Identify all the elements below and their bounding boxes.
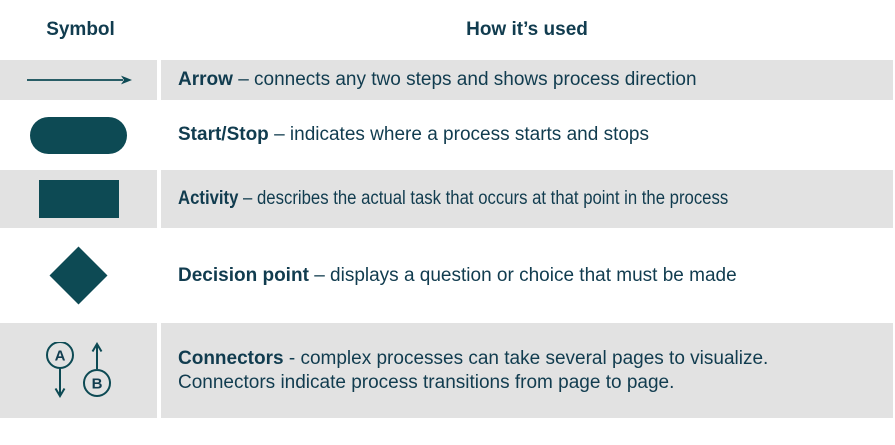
- table-row-start-stop: Start/Stop – indicates where a process s…: [0, 100, 893, 170]
- legend-header-row: Symbol How it’s used: [0, 0, 893, 60]
- arrow-icon: [26, 75, 132, 85]
- activity-symbol-cell: [0, 170, 157, 228]
- arrow-rest: – connects any two steps and shows proce…: [238, 69, 697, 90]
- start-stop-description: Start/Stop – indicates where a process s…: [161, 100, 893, 170]
- decision-description: Decision point – displays a question or …: [161, 228, 893, 323]
- decision-rest: – displays a question or choice that mus…: [314, 264, 737, 286]
- connectors-rest: - complex processes can take several pag…: [288, 347, 769, 369]
- table-row-connectors: A B Connectors - complex processes can t…: [0, 323, 893, 418]
- usage-column-header: How it’s used: [161, 0, 893, 60]
- symbol-column-header: Symbol: [0, 0, 161, 60]
- connector-a-label: A: [54, 347, 65, 364]
- symbol-header-label: Symbol: [46, 19, 115, 40]
- decision-term: Decision point: [178, 264, 309, 286]
- start-stop-pill-icon: [30, 116, 127, 154]
- activity-rest: – describes the actual task that occurs …: [243, 188, 729, 209]
- connectors-description: Connectors - complex processes can take …: [161, 323, 893, 418]
- connectors-line2: Connectors indicate process transitions …: [178, 371, 675, 393]
- table-row-decision-point: Decision point – displays a question or …: [0, 228, 893, 323]
- connectors-icon: A B: [45, 341, 111, 398]
- activity-description: Activity – describes the actual task tha…: [161, 170, 893, 228]
- arrow-term: Arrow: [178, 69, 233, 90]
- connectors-term: Connectors: [178, 347, 284, 369]
- activity-term: Activity: [178, 188, 239, 209]
- decision-diamond-icon: [49, 246, 108, 305]
- start-stop-symbol-cell: [0, 100, 157, 170]
- decision-symbol-cell: [0, 228, 157, 323]
- table-row-arrow: Arrow – connects any two steps and shows…: [0, 60, 893, 100]
- connectors-symbol-cell: A B: [0, 323, 157, 418]
- arrow-description: Arrow – connects any two steps and shows…: [161, 60, 893, 100]
- arrow-symbol-cell: [0, 60, 157, 100]
- table-row-activity: Activity – describes the actual task tha…: [0, 170, 893, 228]
- activity-rectangle-icon: [38, 180, 119, 218]
- usage-header-label: How it’s used: [466, 19, 588, 40]
- connector-b-label: B: [91, 375, 102, 392]
- start-stop-rest: – indicates where a process starts and s…: [274, 124, 649, 145]
- start-stop-term: Start/Stop: [178, 124, 269, 145]
